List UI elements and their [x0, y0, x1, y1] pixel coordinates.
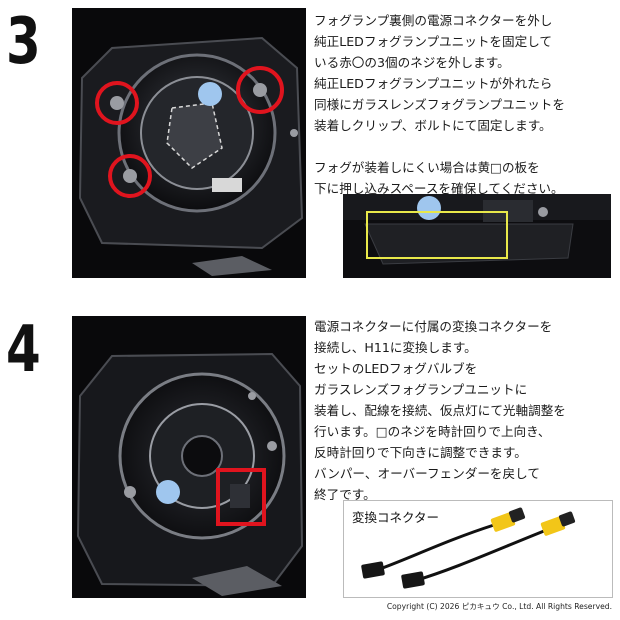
step-3-line: 同様にガラスレンズフォグランプユニットを	[314, 97, 565, 112]
step-4-line: 行います。□のネジを時計回りで上向き、	[314, 424, 551, 439]
step-3-line: 装着しクリップ、ボルトにて固定します。	[314, 118, 552, 133]
step-4-line: セットのLEDフォグバルブを	[314, 361, 478, 376]
step-3-line: 下に押し込みスペースを確保してください。	[314, 181, 564, 196]
step-4-line: 電源コネクターに付属の変換コネクターを	[314, 319, 553, 334]
step-3-line: 純正LEDフォグランプユニットが外れたら	[314, 76, 553, 91]
step-3-number: 3	[6, 5, 41, 79]
step-3-text: フォグランプ裏側の電源コネクターを外し 純正LEDフォグランプユニットを固定して…	[314, 10, 565, 199]
step-4-line: 反時計回りで下向きに調整できます。	[314, 445, 527, 460]
adapter-cable-image	[361, 507, 576, 589]
step-3-line: 純正LEDフォグランプユニットを固定して	[314, 34, 553, 49]
step-3-line: いる赤〇の3個のネジを外します。	[314, 55, 510, 70]
copyright-text: Copyright (C) 2026 ピカキュウ Co., Ltd. All R…	[386, 602, 612, 611]
step-4-line: バンパー、オーバーフェンダーを戻して	[314, 466, 540, 481]
step-3-line	[314, 136, 565, 157]
adapter-panel: 変換コネクター	[343, 500, 613, 598]
step-3-line: フォグが装着しにくい場合は黄□の板を	[314, 160, 540, 175]
step-3-line: フォグランプ裏側の電源コネクターを外し	[314, 13, 553, 28]
step-4-photo	[72, 316, 306, 598]
step-3-inset-photo	[343, 194, 611, 278]
step-4-line: 終了です。	[314, 487, 376, 502]
step-4-line: 装着し、配線を接続、仮点灯にて光軸調整を	[314, 403, 566, 418]
adapter-title: 変換コネクター	[352, 510, 440, 525]
step-4-number: 4	[6, 313, 41, 387]
step-4-line: 接続し、H11に変換します。	[314, 340, 477, 355]
step-4-text: 電源コネクターに付属の変換コネクターを 接続し、H11に変換します。 セットのL…	[314, 316, 566, 505]
step-3-photo	[72, 8, 306, 278]
step-4-line: ガラスレンズフォグランプユニットに	[314, 382, 528, 397]
